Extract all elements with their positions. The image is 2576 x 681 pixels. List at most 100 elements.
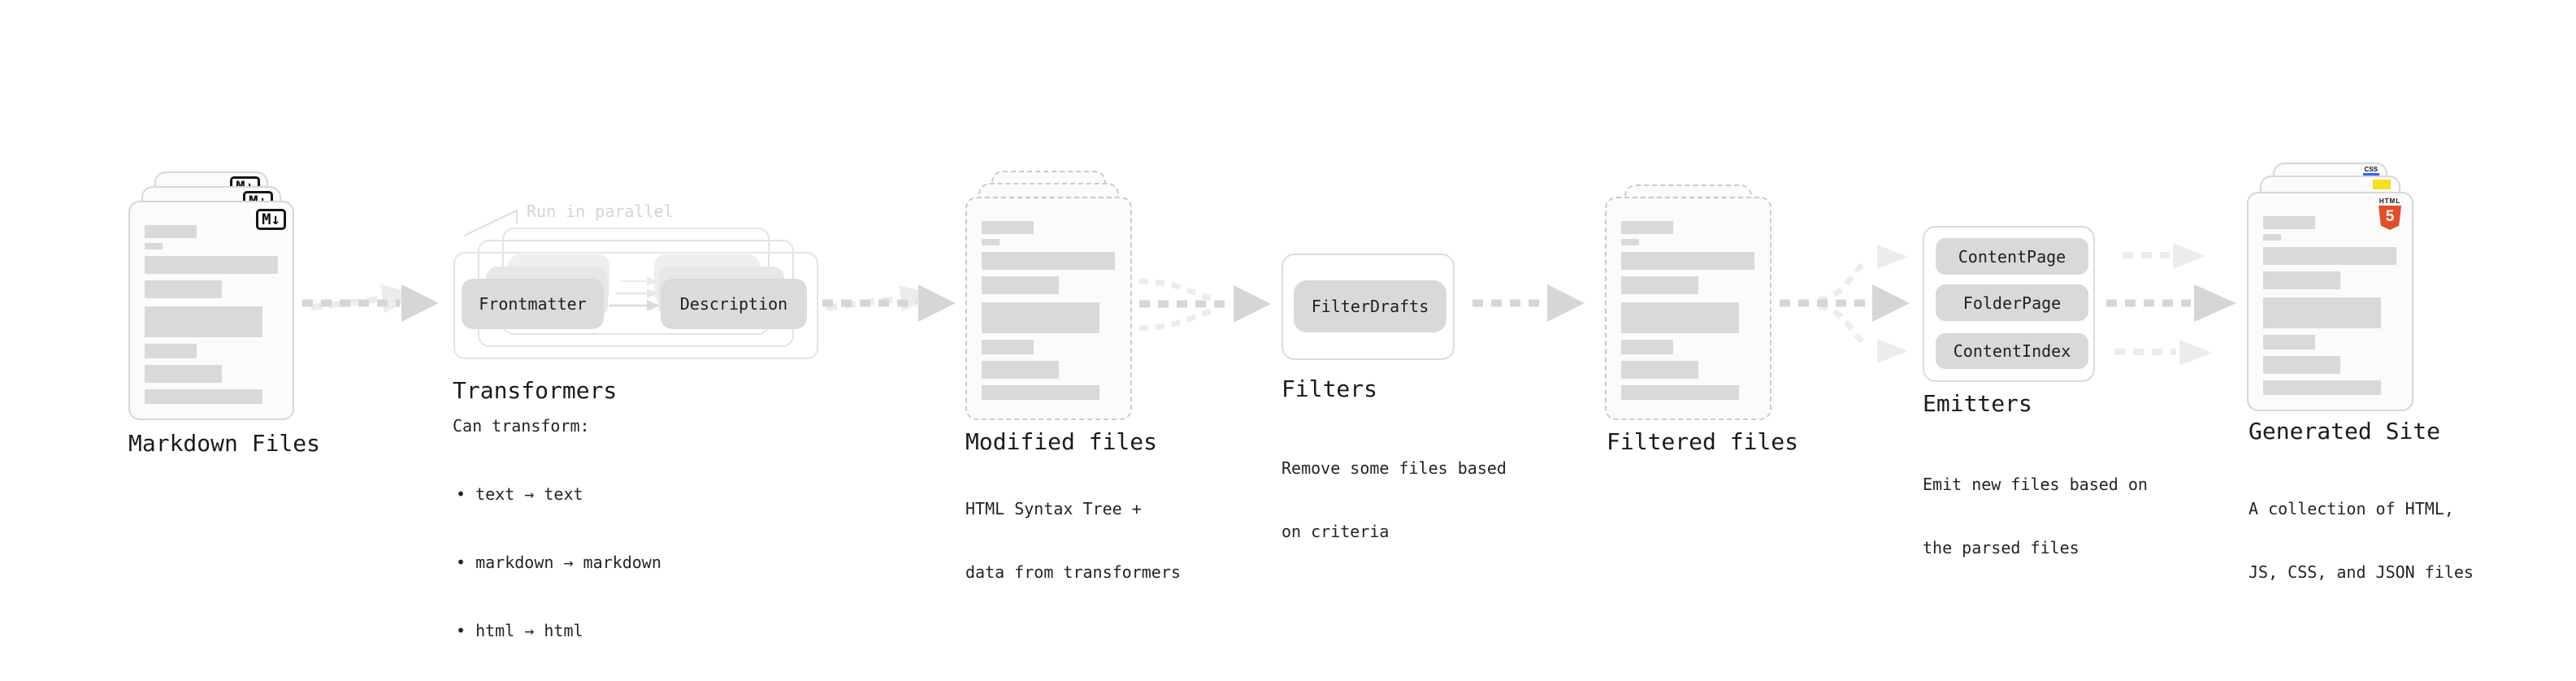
arrow-head — [918, 284, 956, 322]
arrow-dashes — [310, 295, 383, 311]
css-icon: CSS — [2362, 166, 2379, 176]
skeleton-bar — [2263, 247, 2396, 265]
skeleton-bar — [2263, 271, 2340, 289]
doc-skeleton — [2263, 216, 2397, 410]
transformers-bullet-list: • text → text • markdown → markdown • ht… — [456, 437, 661, 681]
skeleton-bar — [1621, 302, 1739, 333]
frontmatter-pill: Frontmatter — [462, 279, 604, 329]
markdown-icon: M↓ — [256, 209, 286, 230]
skeleton-bar — [145, 389, 262, 404]
skeleton-bar — [982, 302, 1099, 333]
arrow-head-light — [2179, 340, 2212, 366]
skeleton-bar — [2263, 335, 2315, 349]
desc-line: A collection of HTML, — [2249, 499, 2454, 518]
bullet-item: • text → text — [456, 484, 583, 504]
arrow-head-light — [1877, 245, 1908, 269]
arrow-light — [826, 285, 936, 312]
modified-files-stack — [965, 171, 1132, 420]
arrow-head — [899, 285, 936, 312]
generated-site-stack: CSS HTML 5 — [2247, 163, 2413, 411]
stage-label-transformers: Transformers — [453, 377, 618, 404]
arrow-markdown-to-transformers — [302, 284, 439, 322]
transformers-desc-title: Can transform: — [453, 416, 590, 436]
skeleton-bar — [982, 361, 1059, 379]
arrow-head — [380, 284, 419, 314]
skeleton-bar — [982, 221, 1034, 234]
arrow-head — [1872, 284, 1910, 322]
skeleton-bar — [2263, 380, 2381, 395]
arrow-modified-to-filters — [1138, 278, 1271, 332]
modified-desc: HTML Syntax Tree + data from transformer… — [965, 456, 1181, 625]
skeleton-bar — [145, 365, 222, 383]
skeleton-bar — [145, 344, 197, 358]
desc-line: the parsed files — [1923, 538, 2079, 557]
markdown-files-stack: M↓ M↓ M↓ — [128, 171, 294, 420]
arrow-head-light — [1877, 339, 1908, 363]
skeleton-bar — [982, 276, 1059, 294]
skeleton-bar — [145, 306, 262, 337]
emitters-desc: Emit new files based on the parsed files — [1923, 432, 2148, 601]
doc-skeleton — [145, 225, 278, 419]
skeleton-bar — [982, 239, 1000, 245]
desc-line: on criteria — [1281, 522, 1390, 541]
skeleton-bar — [1621, 252, 1754, 270]
js-icon — [2373, 180, 2391, 189]
stage-label-emitters: Emitters — [1923, 390, 2032, 417]
filtered-document — [1605, 197, 1772, 420]
desc-line: JS, CSS, and JSON files — [2249, 562, 2474, 582]
contentindex-pill: ContentIndex — [1936, 333, 2088, 369]
skeleton-bar — [2263, 356, 2340, 374]
arrow-dashes — [826, 295, 900, 311]
doc-skeleton — [1621, 221, 1755, 419]
stage-label-modified: Modified files — [965, 428, 1158, 455]
description-pill: Description — [661, 279, 807, 329]
skeleton-bar — [2263, 216, 2315, 229]
arrow-head — [401, 284, 439, 322]
html5-icon-word: HTML — [2379, 197, 2401, 205]
arrow-head — [2194, 284, 2236, 322]
skeleton-bar — [2263, 297, 2381, 328]
skeleton-bar — [1621, 221, 1673, 234]
skeleton-bar — [145, 225, 197, 238]
modified-document — [965, 197, 1132, 420]
emitters-box: ContentPage FolderPage ContentIndex — [1923, 226, 2095, 382]
html5-icon: HTML 5 — [2378, 197, 2402, 230]
filters-box: FilterDrafts — [1281, 254, 1455, 360]
desc-line: data from transformers — [965, 562, 1181, 582]
stage-label-markdown: Markdown Files — [128, 430, 321, 457]
fanout-curve-bottom — [1818, 303, 1867, 346]
fanin-curve-bottom — [1138, 306, 1219, 332]
filters-desc: Remove some files based on criteria — [1281, 415, 1507, 584]
arrow-filters-to-filtered — [1472, 284, 1585, 322]
skeleton-bar — [145, 280, 222, 298]
arrow-filtered-to-emitters — [1780, 245, 1910, 363]
bullet-item: • html → html — [456, 621, 583, 640]
contentpage-pill: ContentPage — [1936, 238, 2088, 275]
fanin-curve-top — [1138, 278, 1219, 304]
skeleton-bar — [2263, 234, 2281, 241]
skeleton-bar — [1621, 239, 1639, 245]
skeleton-bar — [982, 252, 1115, 270]
stage-label-filtered: Filtered files — [1607, 428, 1799, 455]
filterdrafts-pill: FilterDrafts — [1294, 280, 1446, 332]
stage-label-generated: Generated Site — [2249, 418, 2441, 445]
arrow-emitters-to-generated — [2106, 243, 2236, 366]
transformer-box-front — [453, 252, 818, 359]
filtered-files-stack — [1605, 184, 1772, 420]
skeleton-bar — [145, 243, 163, 249]
arrow-head — [1547, 284, 1585, 322]
markdown-document: M↓ — [128, 201, 294, 420]
generated-desc: A collection of HTML, JS, CSS, and JSON … — [2249, 456, 2474, 625]
skeleton-bar — [1621, 340, 1673, 354]
folderpage-pill: FolderPage — [1936, 284, 2088, 321]
skeleton-bar — [1621, 276, 1698, 294]
skeleton-bar — [982, 340, 1034, 354]
desc-line: Remove some files based — [1281, 458, 1507, 478]
arrow-transformers-to-modified — [822, 284, 956, 322]
html5-icon-shield: 5 — [2379, 206, 2401, 230]
arrow-head-light — [2173, 243, 2205, 269]
skeleton-bar — [1621, 361, 1698, 379]
arrow-light — [310, 284, 419, 314]
arrow-head — [1234, 285, 1271, 323]
